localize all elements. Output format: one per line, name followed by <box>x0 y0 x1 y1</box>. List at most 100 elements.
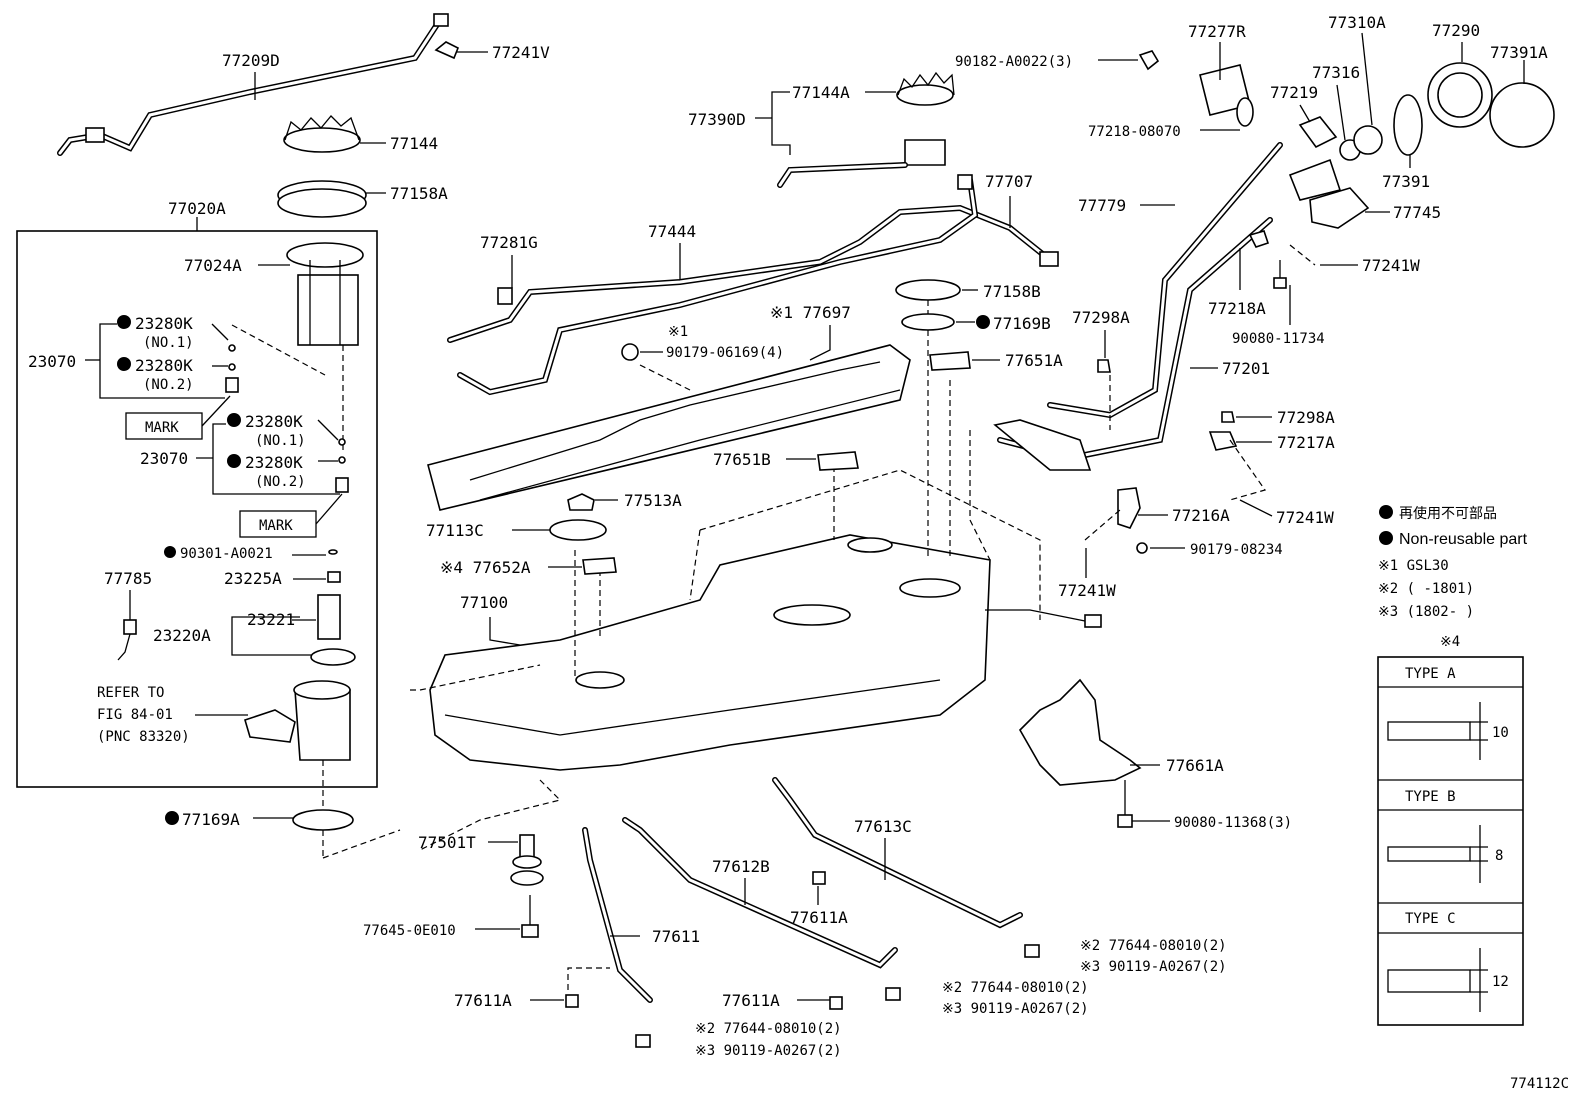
label-90182-A0022: 90182-A0022(3) <box>955 54 1073 70</box>
legend-nonreuse-jp: 再使用不可部品 <box>1399 505 1497 522</box>
label-90301-A0021: 90301-A0021 <box>180 546 273 562</box>
sender-77390D <box>777 71 955 188</box>
label-23070b: 23070 <box>140 449 188 468</box>
sender-77024A <box>286 242 364 346</box>
label-mark: MARK <box>145 420 179 436</box>
nonreuse-dot <box>117 315 131 329</box>
label-77444: 77444 <box>648 222 696 241</box>
nonreuse-dot <box>165 811 179 825</box>
bracket-77745 <box>1309 187 1370 229</box>
label-77281G: 77281G <box>480 233 538 252</box>
nonreuse-dot <box>117 357 131 371</box>
label-77219: 77219 <box>1270 83 1318 102</box>
label-no2: (NO.2) <box>143 377 194 393</box>
type-table: TYPE A 10 TYPE B 8 TYPE C 12 <box>1377 656 1524 1026</box>
label-77310A: 77310A <box>1328 13 1386 32</box>
label-refer-to: REFER TO <box>97 685 164 701</box>
label-note1-small: ※1 <box>668 324 688 340</box>
label-90179-06169: 90179-06169(4) <box>666 345 784 361</box>
insulator-77661A <box>1019 678 1142 786</box>
label-fig: FIG 84-01 <box>97 707 173 723</box>
pad-77652A <box>582 557 617 575</box>
bracket-77216A <box>1117 487 1141 529</box>
gasket-77169A <box>292 809 354 831</box>
type-a-pad <box>1387 721 1471 741</box>
label-77216A: 77216A <box>1172 506 1230 525</box>
nut-77611A-left <box>565 994 579 1008</box>
label-77298A: 77298A <box>1277 408 1335 427</box>
gasket-77169B <box>901 313 955 331</box>
type-c-dim: 12 <box>1492 974 1509 990</box>
filler-neck <box>1288 158 1342 201</box>
legend-dot-icon <box>1379 505 1393 519</box>
label-77209D: 77209D <box>222 51 280 70</box>
type-c-name: TYPE C <box>1405 911 1456 927</box>
label-77611A-left: 77611A <box>454 991 512 1010</box>
label-77144: 77144 <box>390 134 438 153</box>
nonreuse-dot <box>164 546 176 558</box>
label-77697: ※1 77697 <box>770 303 851 322</box>
label-77391: 77391 <box>1382 172 1430 191</box>
type-a-name: TYPE A <box>1405 666 1456 682</box>
bolt-77644-left <box>635 1034 651 1048</box>
label-77651A: 77651A <box>1005 351 1063 370</box>
bolt-77644-right <box>1024 944 1040 958</box>
legend-note3: ※3 (1802- ) <box>1378 604 1474 620</box>
bolt-77645-0E010 <box>521 895 539 938</box>
nonreuse-dot <box>227 454 241 468</box>
label-77645-0E010: 77645-0E010 <box>363 923 456 939</box>
nut-90179-06169 <box>621 343 639 361</box>
label-23070: 23070 <box>28 352 76 371</box>
nut-77611A-center <box>812 871 826 885</box>
label-77513A: 77513A <box>624 491 682 510</box>
label-77218A: 77218A <box>1208 299 1266 318</box>
label-77611A-right: 77611A <box>722 991 780 1010</box>
bolt-77644-mid <box>885 987 901 1001</box>
label-77611: 77611 <box>652 927 700 946</box>
label-77613C: 77613C <box>854 817 912 836</box>
clamp-77281G <box>497 287 513 305</box>
tube-77209D <box>57 13 449 156</box>
label-77144A: 77144A <box>792 83 850 102</box>
label-77158B: 77158B <box>983 282 1041 301</box>
pad-77651A <box>929 351 971 371</box>
label-90080-11734: 90080-11734 <box>1232 331 1325 347</box>
type-a-dim: 10 <box>1492 725 1509 741</box>
label-77785: 77785 <box>104 569 152 588</box>
label-77241W-top: 77241W <box>1362 256 1420 275</box>
type-b-pad <box>1387 846 1471 862</box>
label-77241V: 77241V <box>492 43 550 62</box>
label-note2-right: ※2 77644-08010(2) <box>1080 938 1227 954</box>
label-note2-mid: ※2 77644-08010(2) <box>942 980 1089 996</box>
label-note2-left: ※2 77644-08010(2) <box>695 1021 842 1037</box>
leader-lines <box>195 32 1525 1001</box>
label-77391A: 77391A <box>1490 43 1548 62</box>
cap-77310A <box>1353 125 1383 155</box>
strainer-housing <box>244 680 351 761</box>
type-c-pad <box>1387 969 1471 993</box>
label-note3-right: ※3 90119-A0267(2) <box>1080 959 1227 975</box>
label-77707: 77707 <box>985 172 1033 191</box>
gasket-77158B <box>895 279 961 301</box>
label-23221: 23221 <box>247 610 295 629</box>
protector-77697 <box>427 344 911 511</box>
label-77651B: 77651B <box>713 450 771 469</box>
label-77024A: 77024A <box>184 256 242 275</box>
legend-note4: ※4 <box>1440 634 1460 650</box>
fuel-tank-77100 <box>429 534 1102 771</box>
cap-77113C <box>549 519 607 541</box>
label-77611A-center: 77611A <box>790 908 848 927</box>
clip-90182 <box>1138 50 1160 71</box>
label-23280K-no1: 23280K <box>135 314 193 333</box>
label-77100: 77100 <box>460 593 508 612</box>
bracket-77217A <box>1208 431 1238 451</box>
label-77158A: 77158A <box>390 184 448 203</box>
label-77612B: 77612B <box>712 857 770 876</box>
nut-77611A-right <box>829 996 843 1010</box>
hose-77201-end <box>993 419 1092 471</box>
label-77169A: 77169A <box>182 810 240 829</box>
label-77779: 77779 <box>1078 196 1126 215</box>
label-23280K-no2b: 23280K <box>245 453 303 472</box>
label-mark2: MARK <box>259 518 293 534</box>
